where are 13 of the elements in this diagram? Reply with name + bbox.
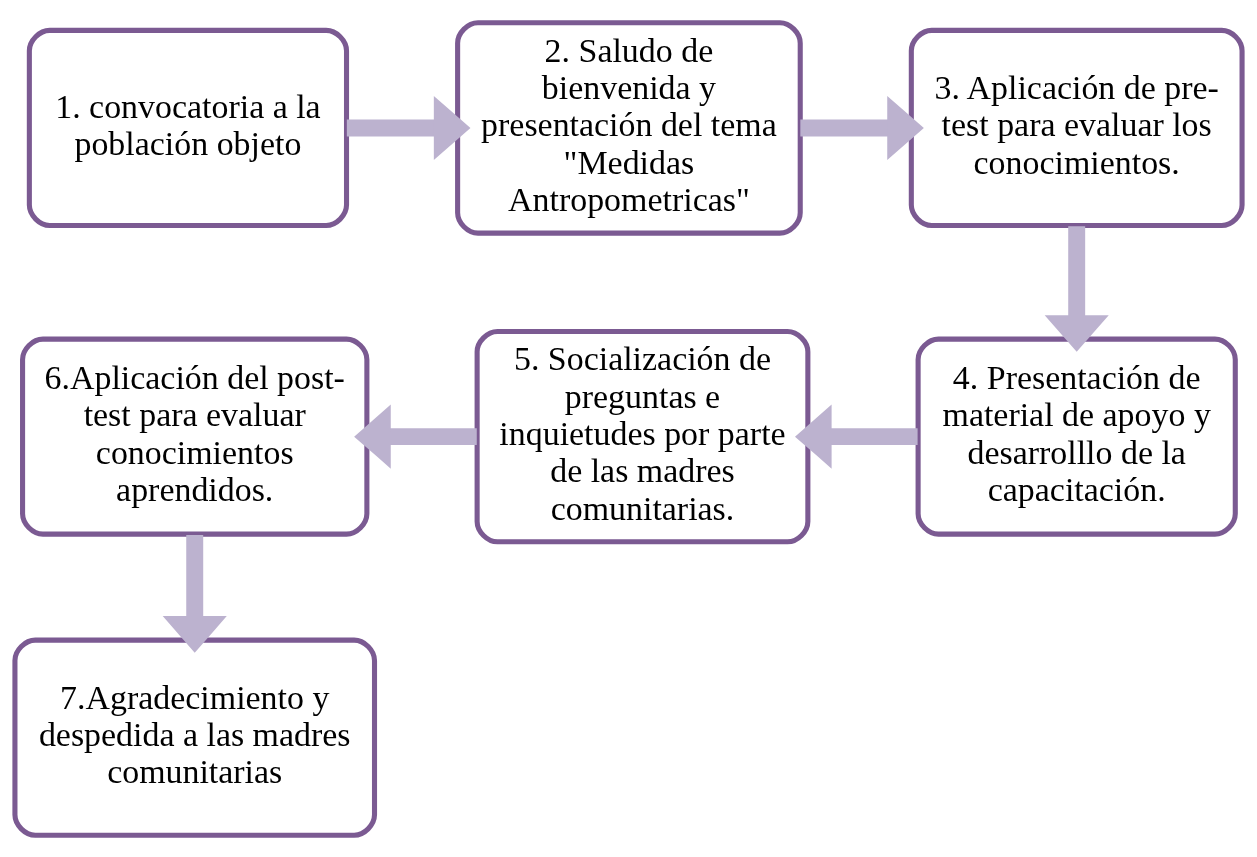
node-box: 4. Presentación de material de apoyo y desarrolllo de la capacitación.	[915, 336, 1238, 537]
arrow	[1044, 225, 1109, 352]
node-box: 7.Agradecimiento y despedida a las madres comunitarias	[12, 637, 378, 838]
arrow	[794, 404, 918, 469]
node-box: 3. Aplicación de pre- test para evaluar los conocimientos.	[908, 27, 1245, 228]
node-box: 2. Saludo de bienvenida y presentación del tema "Medidas Antropometricas"	[455, 19, 803, 236]
arrow	[354, 404, 477, 469]
arrow	[346, 95, 471, 160]
arrow	[800, 95, 924, 160]
node-box: 6.Aplicación del post- test para evaluar conocimientos aprendidos.	[20, 336, 370, 537]
arrow	[162, 534, 227, 653]
node-box: 1. convocatoria a la población objeto	[26, 27, 350, 228]
node-box: 5. Socialización de preguntas e inquietudes por parte de las madres comunitarias.	[474, 328, 811, 544]
